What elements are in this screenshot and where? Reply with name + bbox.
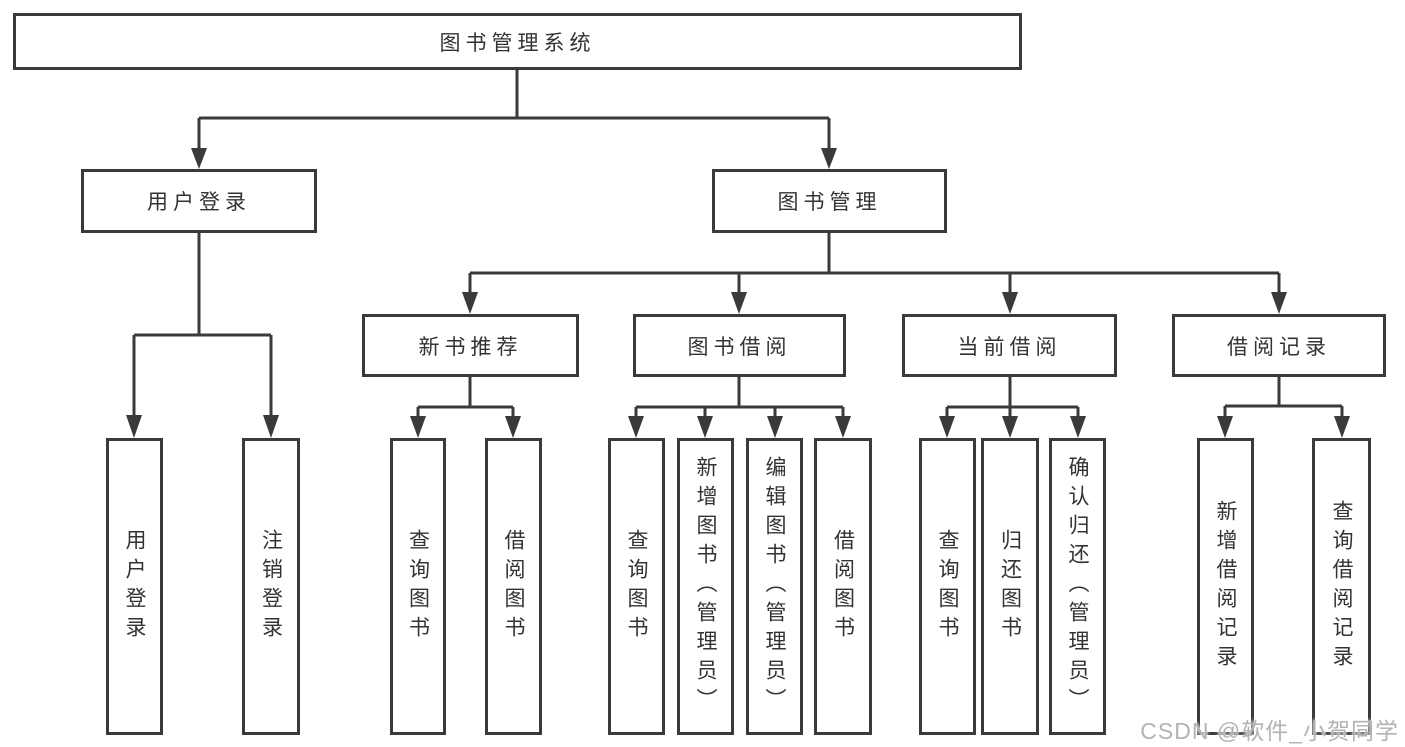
connector-edges [132, 70, 1344, 417]
edge-records-to-leaves [1223, 377, 1344, 417]
node-label: 新增借阅记录 [1214, 499, 1237, 674]
leaf-bb-borrow-books: 借阅图书 [814, 438, 872, 735]
node-label: 借阅图书 [502, 528, 525, 645]
arrowheads [126, 148, 1350, 438]
arrowhead [697, 416, 713, 438]
node-current-borrowing: 当前借阅 [902, 314, 1117, 377]
edge-bookmgmt-to-level3 [468, 233, 1281, 293]
watermark-text: CSDN @软件_小贺同学 [1140, 718, 1399, 744]
node-label: 编辑图书（管理员） [763, 456, 786, 717]
arrowhead [462, 292, 478, 314]
leaf-bb-query-books: 查询图书 [608, 438, 665, 735]
edge-current-to-leaves [945, 377, 1080, 417]
node-label: 图书管理系统 [439, 31, 596, 55]
node-label: 查询图书 [406, 528, 430, 645]
edge-root-to-level2 [197, 70, 831, 150]
leaf-user-login: 用户登录 [106, 438, 163, 735]
arrowhead [939, 416, 955, 438]
arrowhead [1271, 292, 1287, 314]
node-label: 用户登录 [123, 528, 146, 645]
arrowhead [1002, 292, 1018, 314]
leaf-bb-add-books-admin: 新增图书（管理员） [677, 438, 734, 735]
node-book-management-system: 图书管理系统 [13, 13, 1022, 70]
node-label: 查询图书 [625, 528, 648, 645]
leaf-br-query-record: 查询借阅记录 [1312, 438, 1371, 735]
leaf-cb-confirm-return-admin: 确认归还（管理员） [1049, 438, 1106, 735]
arrowhead [1217, 416, 1233, 438]
edge-newrec-to-leaves [416, 377, 515, 417]
node-label: 归还图书 [998, 528, 1022, 645]
leaf-rec-borrow-books: 借阅图书 [485, 438, 542, 735]
arrowhead [126, 415, 142, 438]
arrowhead [835, 416, 851, 438]
node-book-management: 图书管理 [712, 169, 947, 233]
arrowhead [767, 416, 783, 438]
node-label: 查询图书 [936, 528, 959, 645]
arrowhead [263, 415, 279, 438]
node-label: 当前借阅 [957, 335, 1062, 359]
edge-borrow-to-leaves [634, 377, 845, 417]
arrowhead [191, 148, 207, 169]
leaf-bb-edit-books-admin: 编辑图书（管理员） [746, 438, 803, 735]
node-label: 查询借阅记录 [1330, 499, 1353, 674]
node-borrow-records: 借阅记录 [1172, 314, 1386, 377]
leaf-rec-query-books: 查询图书 [390, 438, 446, 735]
node-label: 借阅记录 [1227, 335, 1331, 359]
edge-userlogin-to-leaves [132, 233, 273, 417]
node-label: 图书借阅 [687, 335, 792, 359]
arrowhead [505, 416, 521, 438]
leaf-br-add-record: 新增借阅记录 [1197, 438, 1254, 735]
node-label: 新增图书（管理员） [694, 456, 717, 717]
arrowhead [1002, 416, 1018, 438]
node-label: 确认归还（管理员） [1066, 456, 1089, 717]
node-label: 借阅图书 [831, 528, 855, 645]
arrowhead [821, 148, 837, 169]
arrowhead [628, 416, 644, 438]
leaf-cb-query-books: 查询图书 [919, 438, 976, 735]
node-book-borrowing: 图书借阅 [633, 314, 846, 377]
leaf-logout: 注销登录 [242, 438, 300, 735]
leaf-cb-return-books: 归还图书 [981, 438, 1039, 735]
node-new-book-recommend: 新书推荐 [362, 314, 579, 377]
arrowhead [731, 292, 747, 314]
node-user-login: 用户登录 [81, 169, 317, 233]
arrowhead [1334, 416, 1350, 438]
node-label: 新书推荐 [418, 335, 523, 359]
node-label: 注销登录 [259, 528, 283, 645]
node-label: 用户登录 [147, 191, 251, 214]
arrowhead [1070, 416, 1086, 438]
arrowhead [410, 416, 426, 438]
node-label: 图书管理 [777, 191, 882, 214]
